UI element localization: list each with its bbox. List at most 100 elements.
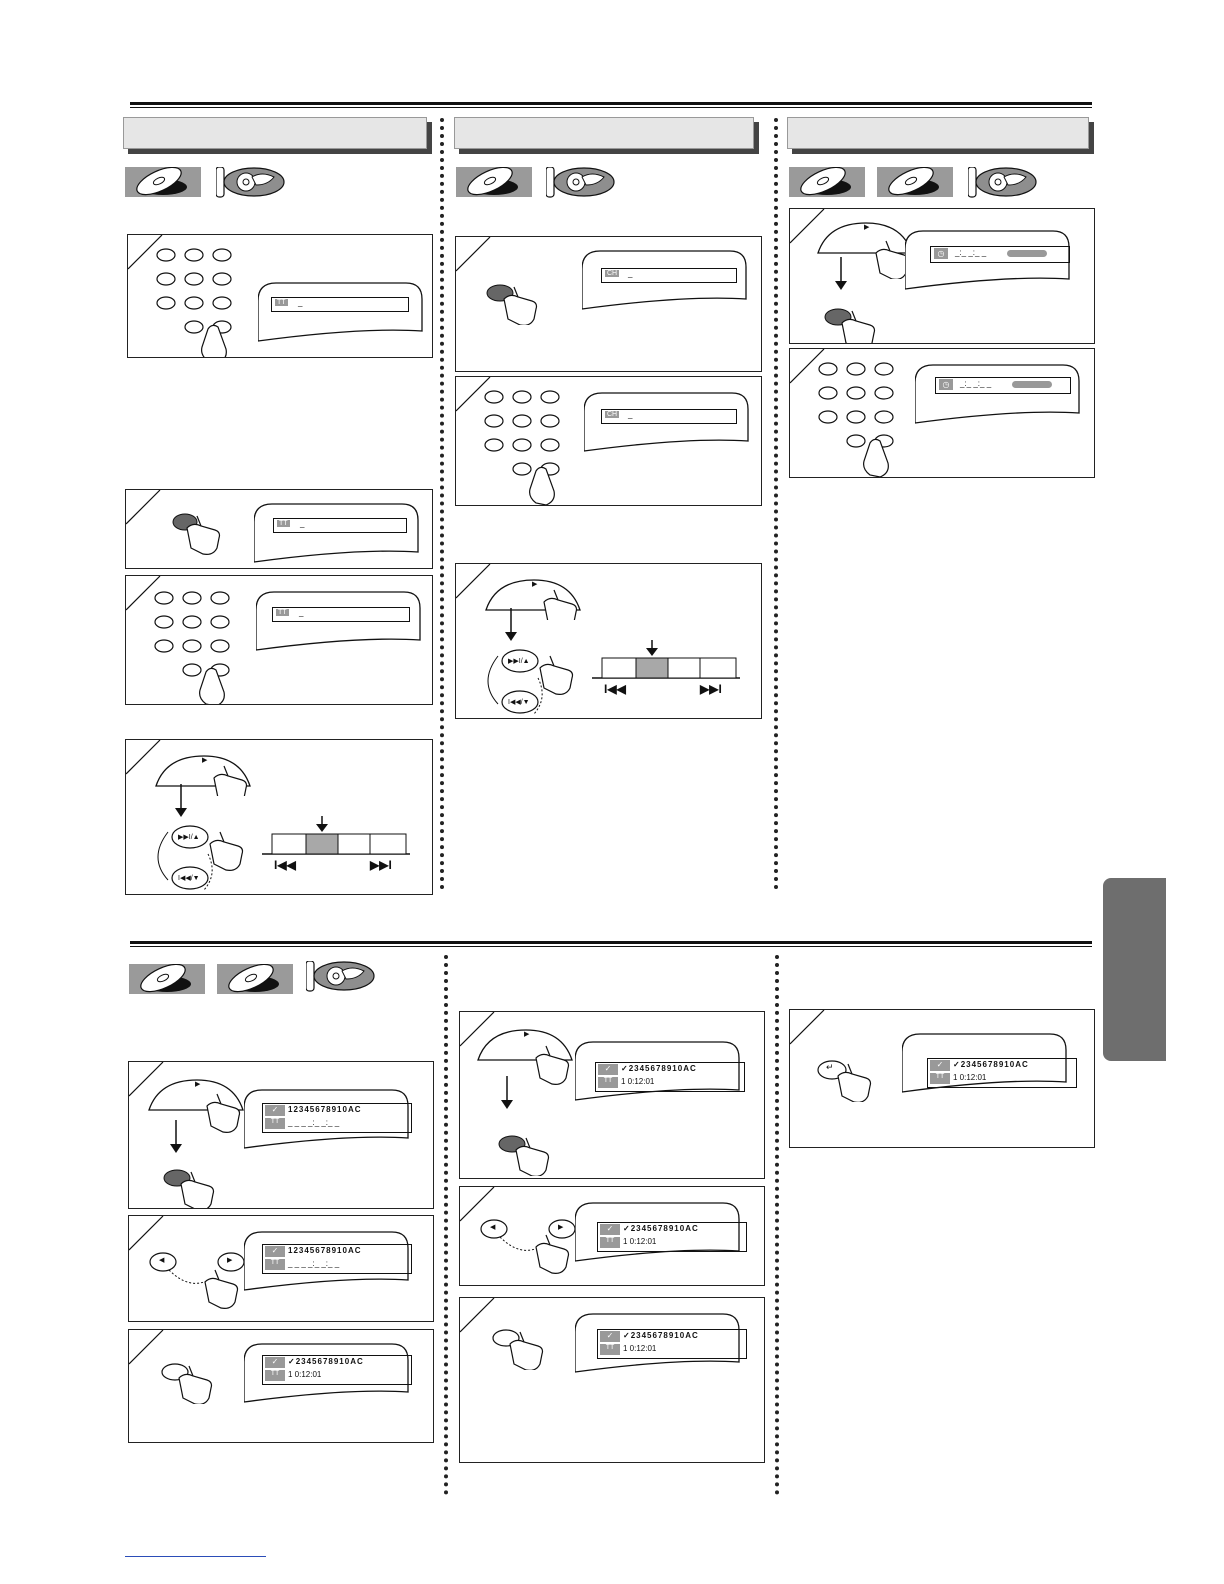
osd-tt-label: TT — [265, 1259, 285, 1270]
marker-row: ✓2345678910AC — [621, 1064, 697, 1073]
section-header-2 — [454, 117, 754, 149]
hand-press-icon — [486, 284, 538, 325]
step-panel: CH _ — [455, 376, 762, 506]
marker-row: ✓2345678910AC — [623, 1331, 699, 1340]
number-keypad — [154, 591, 230, 704]
left-button-label: ◀ — [490, 1224, 496, 1231]
step-corner — [456, 237, 491, 272]
remote-disc-icon — [546, 167, 615, 198]
hand-press-icon — [163, 1169, 215, 1208]
marker-time: 1 0:12:01 — [288, 1370, 322, 1379]
play-label: ▶ — [195, 1081, 201, 1088]
osd-ch-label: CH — [605, 270, 620, 277]
marker-time: 1 0:12:01 — [953, 1073, 987, 1082]
osd-time-value: _:_ _:_ _ — [960, 379, 992, 388]
marker-osd: ✓ ✓2345678910AC TT 1 0:12:01 — [595, 1062, 745, 1092]
skip-prev-icon: I◀◀ — [604, 682, 626, 696]
tv-screen — [584, 392, 749, 452]
step-panel: TT _ — [125, 575, 433, 705]
down-arrow-icon — [505, 608, 517, 641]
skip-buttons-illustration — [487, 649, 574, 715]
number-keypad — [484, 390, 560, 505]
down-arrow-icon — [170, 1120, 182, 1153]
osd-value: _ — [300, 519, 305, 528]
marker-osd: ✓ ✓2345678910AC TT 1 0:12:01 — [597, 1329, 747, 1359]
skip-down-label: I◀◀/▼ — [178, 875, 200, 882]
step-panel: ▶ ▶▶I/▲ I◀◀/▼ I◀◀ ▶▶I — [455, 563, 762, 719]
marker-time: 1 0:12:01 — [623, 1237, 657, 1246]
cursor-buttons-illustration — [480, 1219, 576, 1275]
step-corner — [126, 490, 161, 525]
play-button-illustration — [485, 579, 581, 620]
osd-value: _ — [628, 410, 633, 419]
clock-icon: ◷ — [934, 248, 948, 259]
step-panel: CH _ — [455, 236, 762, 372]
disc-icon — [125, 167, 201, 197]
osd-value: _ — [628, 269, 633, 278]
play-button-illustration — [155, 755, 251, 796]
play-button-illustration — [477, 1029, 573, 1086]
hand-press-icon — [492, 1329, 544, 1370]
section-header-3 — [787, 117, 1089, 149]
play-label: ▶ — [202, 757, 208, 764]
marker-time: _ _ _ _:_ _:_ _ — [288, 1259, 340, 1268]
disc-icon — [456, 167, 532, 197]
tv-screen — [258, 282, 423, 342]
osd-time-value: _:_ _:_ _ — [955, 248, 987, 257]
repeat-check-icon: ✓ — [598, 1064, 618, 1075]
section-rule — [130, 941, 1092, 947]
down-arrow-icon — [175, 784, 187, 817]
repeat-check-icon: ✓ — [600, 1224, 620, 1235]
footer-link-line — [125, 1556, 266, 1557]
skip-up-label: ▶▶I/▲ — [178, 834, 200, 841]
skip-buttons-illustration — [157, 825, 244, 891]
osd-tt-label: TT — [277, 520, 290, 527]
hand-press-icon — [817, 1060, 872, 1102]
column-divider — [775, 955, 779, 1495]
marker-row: 12345678910AC — [288, 1246, 362, 1255]
osd-bar: TT _ — [273, 518, 407, 533]
return-button-label: ↵ — [826, 1062, 834, 1072]
osd-bar: TT _ — [272, 607, 410, 622]
play-label: ▶ — [524, 1031, 530, 1038]
step-panel: TT _ — [125, 489, 433, 569]
step-panel: ▶ ◷ _:_ _:_ _ — [789, 208, 1095, 344]
marker-osd: ✓ ✓2345678910AC TT 1 0:12:01 — [262, 1355, 412, 1385]
disc-icon — [217, 964, 293, 994]
osd-bar: CH _ — [601, 409, 737, 424]
disc-icon — [877, 167, 953, 197]
down-arrow-icon — [501, 1076, 513, 1109]
repeat-check-icon: ✓ — [600, 1331, 620, 1342]
chapter-timeline — [262, 816, 410, 855]
step-panel: ▶ ✓ ✓2345678910AC TT 1 0:12:01 — [459, 1011, 765, 1179]
play-button-illustration — [148, 1079, 244, 1134]
remote-disc-icon — [968, 167, 1037, 198]
column-divider — [440, 118, 444, 890]
step-panel: ✓ ✓2345678910AC TT 1 0:12:01 — [459, 1297, 765, 1463]
step-panel: ▶ ✓ 12345678910AC TT _ _ _ _:_ _:_ _ — [128, 1061, 434, 1209]
osd-tt-label: TT — [600, 1237, 620, 1248]
osd-bar: CH _ — [601, 268, 737, 283]
repeat-check-icon: ✓ — [265, 1246, 285, 1257]
osd-value: _ — [299, 608, 304, 617]
remote-disc-icon — [306, 961, 375, 992]
left-button-label: ◀ — [159, 1257, 165, 1264]
step-panel: ✓ ✓2345678910AC TT 1 0:12:01 — [128, 1329, 434, 1443]
tv-screen — [905, 230, 1070, 290]
hand-press-icon — [161, 1363, 213, 1404]
repeat-check-icon: ✓ — [265, 1357, 285, 1368]
disc-icon — [129, 964, 205, 994]
step-panel: ◀ ▶ ✓ ✓2345678910AC TT 1 0:12:01 — [459, 1186, 765, 1286]
number-keypad — [818, 362, 894, 477]
osd-tt-label: TT — [600, 1344, 620, 1355]
marker-time: 1 0:12:01 — [621, 1077, 655, 1086]
osd-bar: ◷ _:_ _:_ _ — [935, 377, 1071, 394]
skip-up-label: ▶▶I/▲ — [508, 658, 530, 665]
disc-icon — [789, 167, 865, 197]
right-button-label: ▶ — [227, 1257, 233, 1264]
marker-row: ✓2345678910AC — [288, 1357, 364, 1366]
step-panel: TT _ — [127, 234, 433, 358]
tv-screen — [256, 591, 421, 651]
osd-bar: ◷ _:_ _:_ _ — [930, 246, 1070, 263]
skip-down-label: I◀◀/▼ — [508, 699, 530, 706]
